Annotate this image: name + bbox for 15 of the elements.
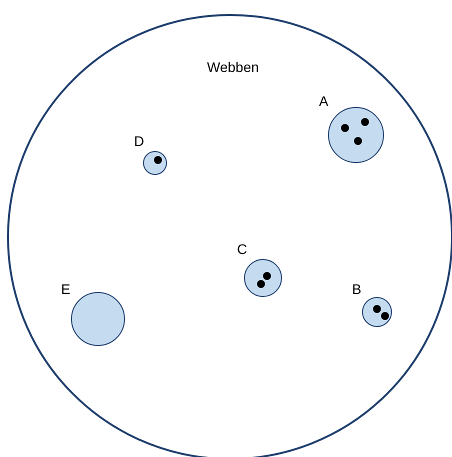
node-label: B <box>352 281 362 297</box>
dot-marker <box>360 118 368 126</box>
dot-marker <box>380 312 388 320</box>
dot-marker <box>154 156 162 164</box>
node-label: C <box>237 241 248 257</box>
dot-marker <box>256 280 264 288</box>
dot-marker <box>340 124 348 132</box>
node-label: A <box>319 93 328 109</box>
web-circle <box>7 14 452 457</box>
dot-marker <box>262 272 270 280</box>
node-label: E <box>61 281 70 297</box>
dot-marker <box>354 136 362 144</box>
node-label: D <box>134 133 144 149</box>
dot-marker <box>372 304 380 312</box>
circle-title: Webben <box>207 59 259 75</box>
